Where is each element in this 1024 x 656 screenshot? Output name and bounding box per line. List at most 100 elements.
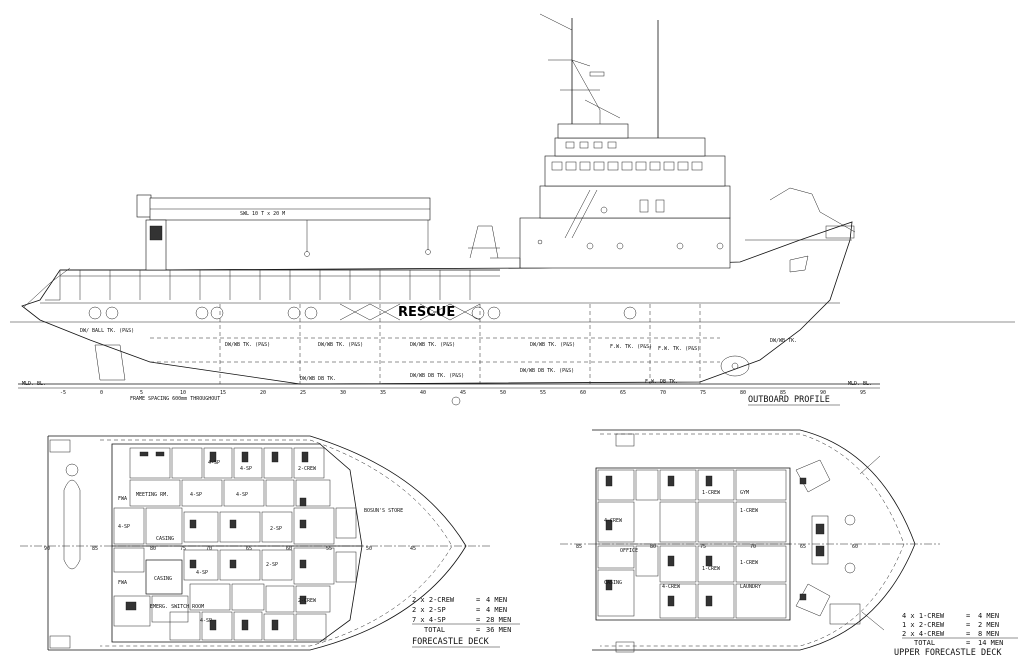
frame-number: 80 [650, 544, 656, 550]
cabin-label: 1-CREW [740, 560, 759, 566]
frame-number: 50 [500, 390, 506, 396]
summary-total-men: 14 MEN [978, 639, 1003, 647]
cabin-label: 1-CREW [702, 490, 721, 496]
frame-number: 85 [780, 390, 786, 396]
frame-number: 90 [44, 546, 50, 552]
cabin-label: 2-SP [270, 526, 282, 532]
outboard-profile-title: OUTBOARD PROFILE [748, 395, 830, 405]
cabin-label: 4-SP [118, 524, 130, 530]
tank-label: F.W. DB TK. [645, 379, 678, 385]
upper-forecastle-frame-numbers: 85 80 75 70 65 60 [576, 544, 858, 550]
summary-men: 4 MEN [486, 606, 507, 614]
cabin-label: CASING [154, 576, 172, 582]
frame-number: 55 [326, 546, 332, 552]
frame-number: 65 [800, 544, 806, 550]
frame-number: 45 [460, 390, 466, 396]
summary-qty: 7 x 4-SP [412, 616, 446, 624]
summary-eq: = [476, 606, 480, 614]
summary-men: 2 MEN [978, 621, 999, 629]
cabin-label: MEETING RM. [136, 492, 169, 498]
frame-number: 10 [180, 390, 186, 396]
forecastle-cabin-labels: 4-SP 4-SP 4-SP 4-SP 4-SP 4-SP 4-SP 2-SP … [118, 460, 403, 624]
frame-number: 55 [540, 390, 546, 396]
cabin-label: GYM [740, 490, 749, 496]
tank-label: DW/WB TK. (P&S) [318, 342, 363, 348]
forecastle-deck-plan: 4-SP 4-SP 4-SP 4-SP 4-SP 4-SP 4-SP 2-SP … [20, 435, 520, 651]
cabin-label: 4-CREW [604, 518, 623, 524]
frame-number-scale: -5 0 5 10 15 20 25 30 35 40 45 50 55 60 … [60, 390, 866, 396]
tank-label: DW/WB DB TK. [300, 376, 336, 382]
summary-men: 4 MEN [486, 596, 507, 604]
tank-label: DW/ BALL TK. (P&S) [80, 328, 134, 334]
upper-forecastle-deck-plan: 4-CREW 4-CREW 1-CREW 1-CREW 1-CREW 1-CRE… [560, 429, 1018, 656]
cabin-label: 4-SP [236, 492, 248, 498]
cabin-label: 2-CREW [298, 598, 317, 604]
summary-qty: 2 x 4-CREW [902, 630, 945, 638]
tank-label: DW/WB TK. (P&S) [530, 342, 575, 348]
frame-number: 75 [700, 544, 706, 550]
summary-men: 28 MEN [486, 616, 511, 624]
mld-bl-left: MLD. BL. [22, 381, 46, 387]
frame-number: 75 [180, 546, 186, 552]
summary-qty: 2 x 2-SP [412, 606, 446, 614]
frame-number: 95 [860, 390, 866, 396]
summary-men: 8 MEN [978, 630, 999, 638]
forecastle-frame-numbers: 90 85 80 75 70 65 60 55 50 45 [44, 546, 416, 552]
frame-number: 30 [340, 390, 346, 396]
frame-number: 85 [92, 546, 98, 552]
frame-number: 20 [260, 390, 266, 396]
frame-number: 70 [206, 546, 212, 552]
cabin-label: 1-CREW [702, 566, 721, 572]
summary-eq: = [966, 639, 970, 647]
upper-forecastle-cabin-labels: 4-CREW 4-CREW 1-CREW 1-CREW 1-CREW 1-CRE… [604, 490, 761, 590]
summary-total-label: TOTAL [914, 639, 935, 647]
cabin-label: 4-SP [240, 466, 252, 472]
frame-number: 70 [750, 544, 756, 550]
frame-number: 25 [300, 390, 306, 396]
crane-swl-label: SWL 10 T x 20 M [240, 211, 285, 217]
frame-number: 80 [150, 546, 156, 552]
summary-qty: 1 x 2-CREW [902, 621, 945, 629]
tank-label: DW/WB TK. (P&S) [410, 342, 455, 348]
summary-eq: = [476, 616, 480, 624]
cabin-label: 2-CREW [298, 466, 317, 472]
summary-total-label: TOTAL [424, 626, 445, 634]
cabin-label: FWA [118, 496, 127, 502]
summary-eq: = [966, 621, 970, 629]
cabin-label: 4-SP [196, 570, 208, 576]
frame-number: 65 [620, 390, 626, 396]
frame-number: -5 [60, 390, 66, 396]
frame-number: 60 [580, 390, 586, 396]
frame-number: 85 [576, 544, 582, 550]
outboard-profile: SWL 10 T x 20 M [10, 13, 1015, 406]
cabin-label: 4-SP [200, 618, 212, 624]
summary-total-men: 36 MEN [486, 626, 511, 634]
upper-forecastle-deck-title: UPPER FORECASTLE DECK [894, 648, 1002, 656]
tank-label: F.W. TK. (P&S) [658, 346, 700, 352]
frame-number: 15 [220, 390, 226, 396]
frame-number: 35 [380, 390, 386, 396]
cabin-label: LAUNDRY [740, 584, 761, 590]
cabin-label: 4-SP [190, 492, 202, 498]
upper-forecastle-summary: 4 x 1-CREW = 4 MEN 1 x 2-CREW = 2 MEN 2 … [894, 612, 1018, 656]
frame-number: 90 [820, 390, 826, 396]
tank-label: DW/WB DB TK. (P&S) [520, 368, 574, 374]
tank-label: DW/WB TK. [770, 338, 797, 344]
tank-label: DW/WB TK. (P&S) [225, 342, 270, 348]
cabin-label: 4-SP [208, 460, 220, 466]
summary-eq: = [476, 596, 480, 604]
summary-eq: = [476, 626, 480, 634]
cabin-label: CASING [156, 536, 174, 542]
cabin-label: 4-CREW [662, 584, 681, 590]
summary-qty: 4 x 1-CREW [902, 612, 945, 620]
tank-labels: DW/ BALL TK. (P&S) DW/WB TK. (P&S) DW/WB… [80, 328, 797, 385]
rescue-label: RESCUE [398, 305, 455, 320]
cabin-label: FWA [118, 580, 127, 586]
frame-number: 50 [366, 546, 372, 552]
cabin-label: 2-SP [266, 562, 278, 568]
tank-label: DW/WB DB TK. (P&S) [410, 373, 464, 379]
forecastle-summary: 2 x 2-CREW = 4 MEN 2 x 2-SP = 4 MEN 7 x … [412, 596, 520, 648]
cabin-label: BOSUN'S STORE [364, 508, 403, 514]
cabin-label: CASING [604, 580, 622, 586]
